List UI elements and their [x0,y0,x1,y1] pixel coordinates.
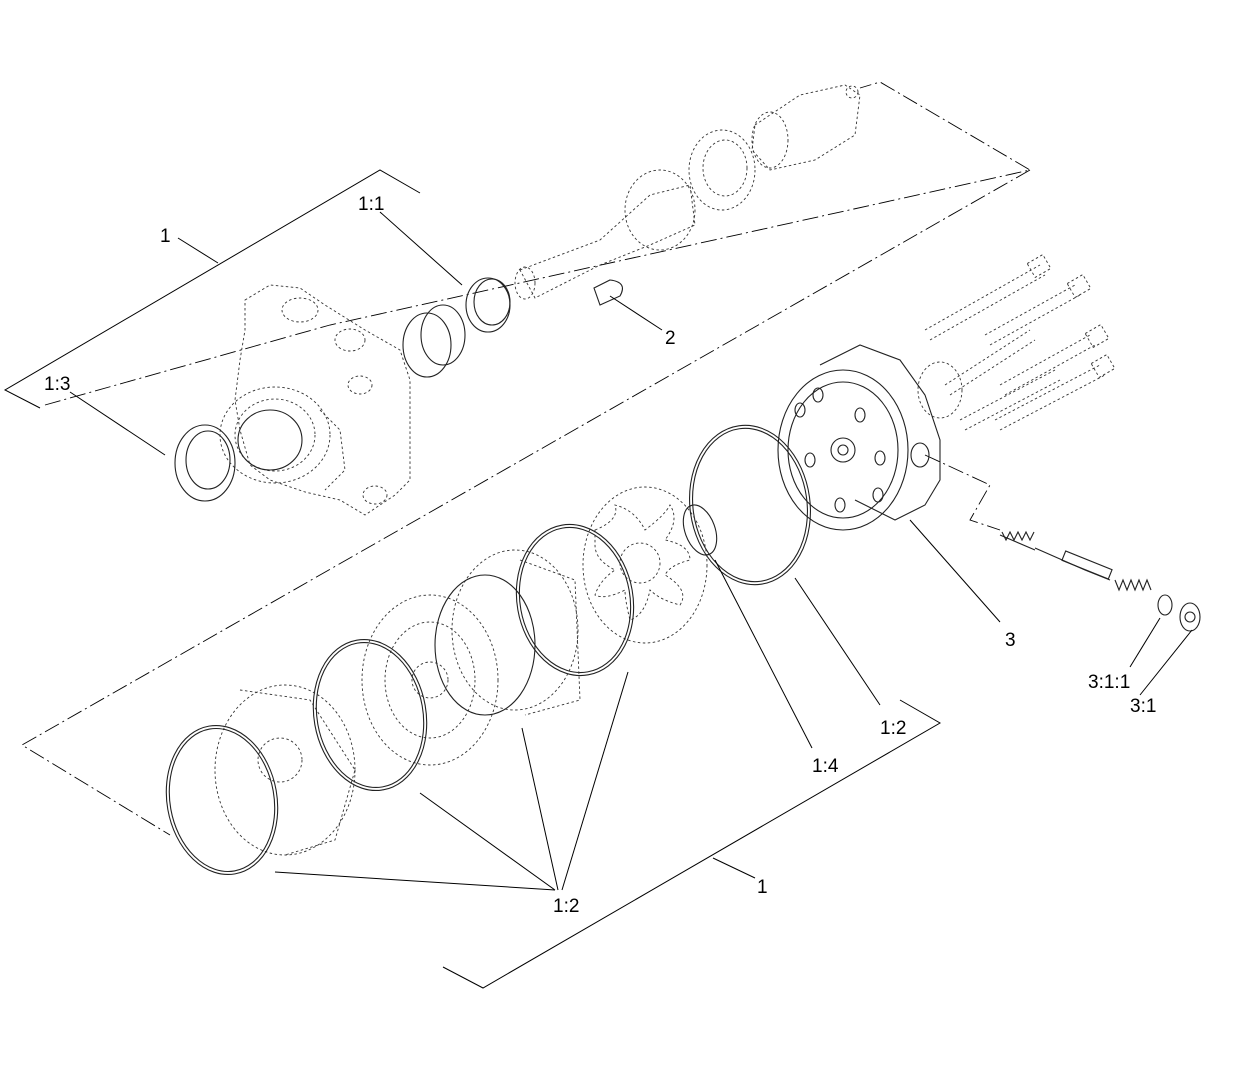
label-valve-plug: 3:1 [1130,696,1156,717]
label-oring-small: 1:4 [812,756,839,777]
leader-oring-small [714,559,813,749]
oring-housing-1 [402,312,452,378]
wear-plate [214,684,356,856]
leader-oring-large [794,577,881,706]
label-assembly-upper: 1 [160,226,171,247]
leader-valve-kit [1129,617,1161,668]
motor-housing [219,284,411,516]
oring-commutator-inner [518,526,632,674]
dust-seal [174,424,236,502]
leader-dust-seal [69,391,166,456]
label-dust-seal: 1:3 [44,374,70,395]
label-valve-kit: 3:1:1 [1088,672,1130,693]
oring-front [165,724,279,876]
oring-gerotor-inner [315,641,425,789]
label-key: 2 [665,328,676,349]
leader-end-cover [909,519,1001,623]
leader-1-upper [177,237,219,264]
cap-screws [917,253,1116,431]
bracket-lower [442,699,941,989]
spline-drive [751,84,861,171]
label-end-cover: 3 [1005,630,1016,651]
thrust-bearing [688,129,756,211]
leader-1-lower [712,857,756,879]
relief-valve-kit [999,530,1201,632]
label-shaft-seal: 1:1 [358,194,384,215]
commutator-plate [582,486,708,644]
oring-large-endcover [688,424,812,586]
oring-large-endcover-inner [691,427,809,583]
oring-small [682,504,718,556]
leaders-oring-group [274,671,629,891]
woodruff-key [593,279,623,306]
valve-centerline [924,454,1001,531]
oring-commutator [515,523,635,677]
output-shaft [514,169,696,300]
label-orings-group: 1:2 [553,896,579,917]
upper-centerline [44,81,1032,406]
leader-key [609,295,663,331]
end-cover [777,344,941,531]
oring-housing-2 [420,304,466,366]
label-oring-large: 1:2 [880,718,906,739]
leader-valve-plug [1139,629,1193,696]
lower-centerline [21,169,1031,836]
gerotor-set [361,594,499,766]
oring-gerotor [312,638,428,792]
oring-front-inner [168,727,276,873]
shaft-seal [465,277,511,333]
bracket-upper [3,169,421,409]
leader-shaft-seal [379,211,463,286]
label-assembly-lower: 1 [757,877,768,898]
valve-plate [434,549,581,716]
